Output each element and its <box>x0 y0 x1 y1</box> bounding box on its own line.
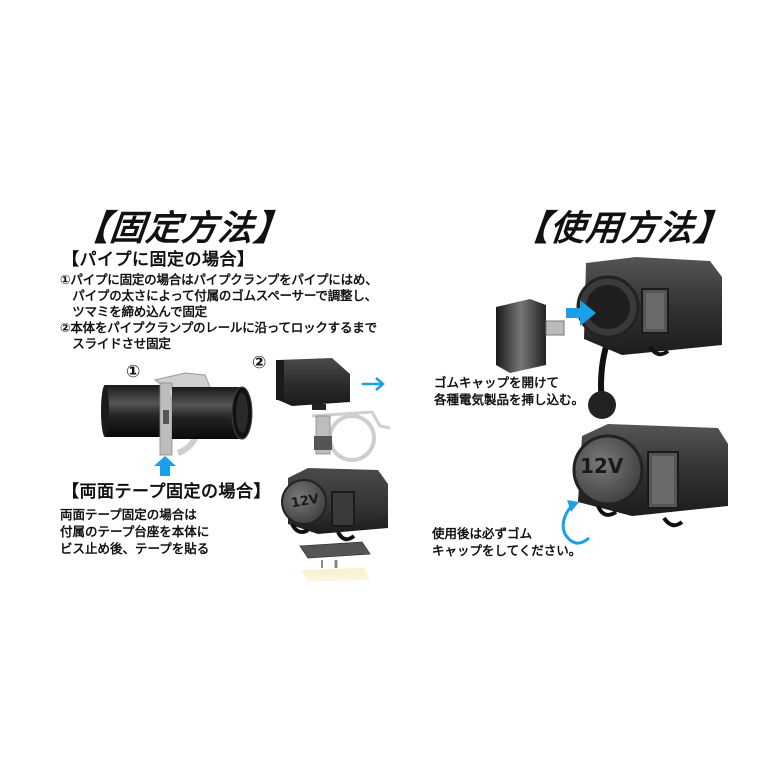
pipe-clamp-illustration <box>101 372 253 456</box>
step-line: ①パイプに固定の場合はパイプクランプをパイプにはめ、 <box>60 272 378 287</box>
figure-label-step2: ② <box>252 353 267 373</box>
step-line: パイプの太さによって付属のゴムスペーサーで調整し、 <box>60 288 377 303</box>
socket-capped-illustration <box>572 424 728 528</box>
pipe-fixing-subtitle: 【パイプに固定の場合】 <box>62 250 255 270</box>
body-slide-illustration <box>276 358 391 462</box>
pipe-fixing-steps: ①パイプに固定の場合はパイプクランプをパイプにはめ、 パイプの太さによって付属の… <box>60 272 378 352</box>
step-line: ②本体をパイプクランプのレールに沿ってロックするまで <box>60 320 377 335</box>
step-line: スライドさせ固定 <box>60 336 171 351</box>
caption-line: ゴムキャップを開けて <box>434 375 560 390</box>
curved-arrow-icon <box>561 500 590 545</box>
insert-caption: ゴムキャップを開けて 各種電気製品を挿し込む。 <box>434 374 584 408</box>
socket-insert-illustration <box>496 257 722 419</box>
tape-fixing-text: 両面テープ固定の場合は 付属のテープ台座を本体に ビス止め後、テープを貼る <box>60 506 209 557</box>
capped-socket-label: 12V <box>580 454 624 478</box>
caption-line: 使用後は必ずゴム <box>432 526 533 541</box>
arrow-right-icon <box>362 377 385 391</box>
tape-line: 付属のテープ台座を本体に <box>60 524 210 539</box>
insert-arrow-icon <box>566 300 596 326</box>
usage-method-title: 【使用方法】 <box>511 209 733 249</box>
arrow-up-icon <box>154 456 176 476</box>
step-line: ツマミを締め込んで固定 <box>60 304 207 319</box>
tape-fixing-subtitle: 【両面テープ固定の場合】 <box>62 482 271 502</box>
tape-base-illustration <box>281 468 388 582</box>
fixing-method-title: 【固定方法】 <box>71 209 293 249</box>
cap-caption: 使用後は必ずゴム キャップをしてください。 <box>432 525 581 559</box>
tape-line: 両面テープ固定の場合は <box>60 507 197 522</box>
figure-label-step1: ① <box>126 362 141 382</box>
tape-line: ビス止め後、テープを貼る <box>60 541 210 556</box>
caption-line: 各種電気製品を挿し込む。 <box>434 392 585 407</box>
caption-line: キャップをしてください。 <box>432 543 582 558</box>
